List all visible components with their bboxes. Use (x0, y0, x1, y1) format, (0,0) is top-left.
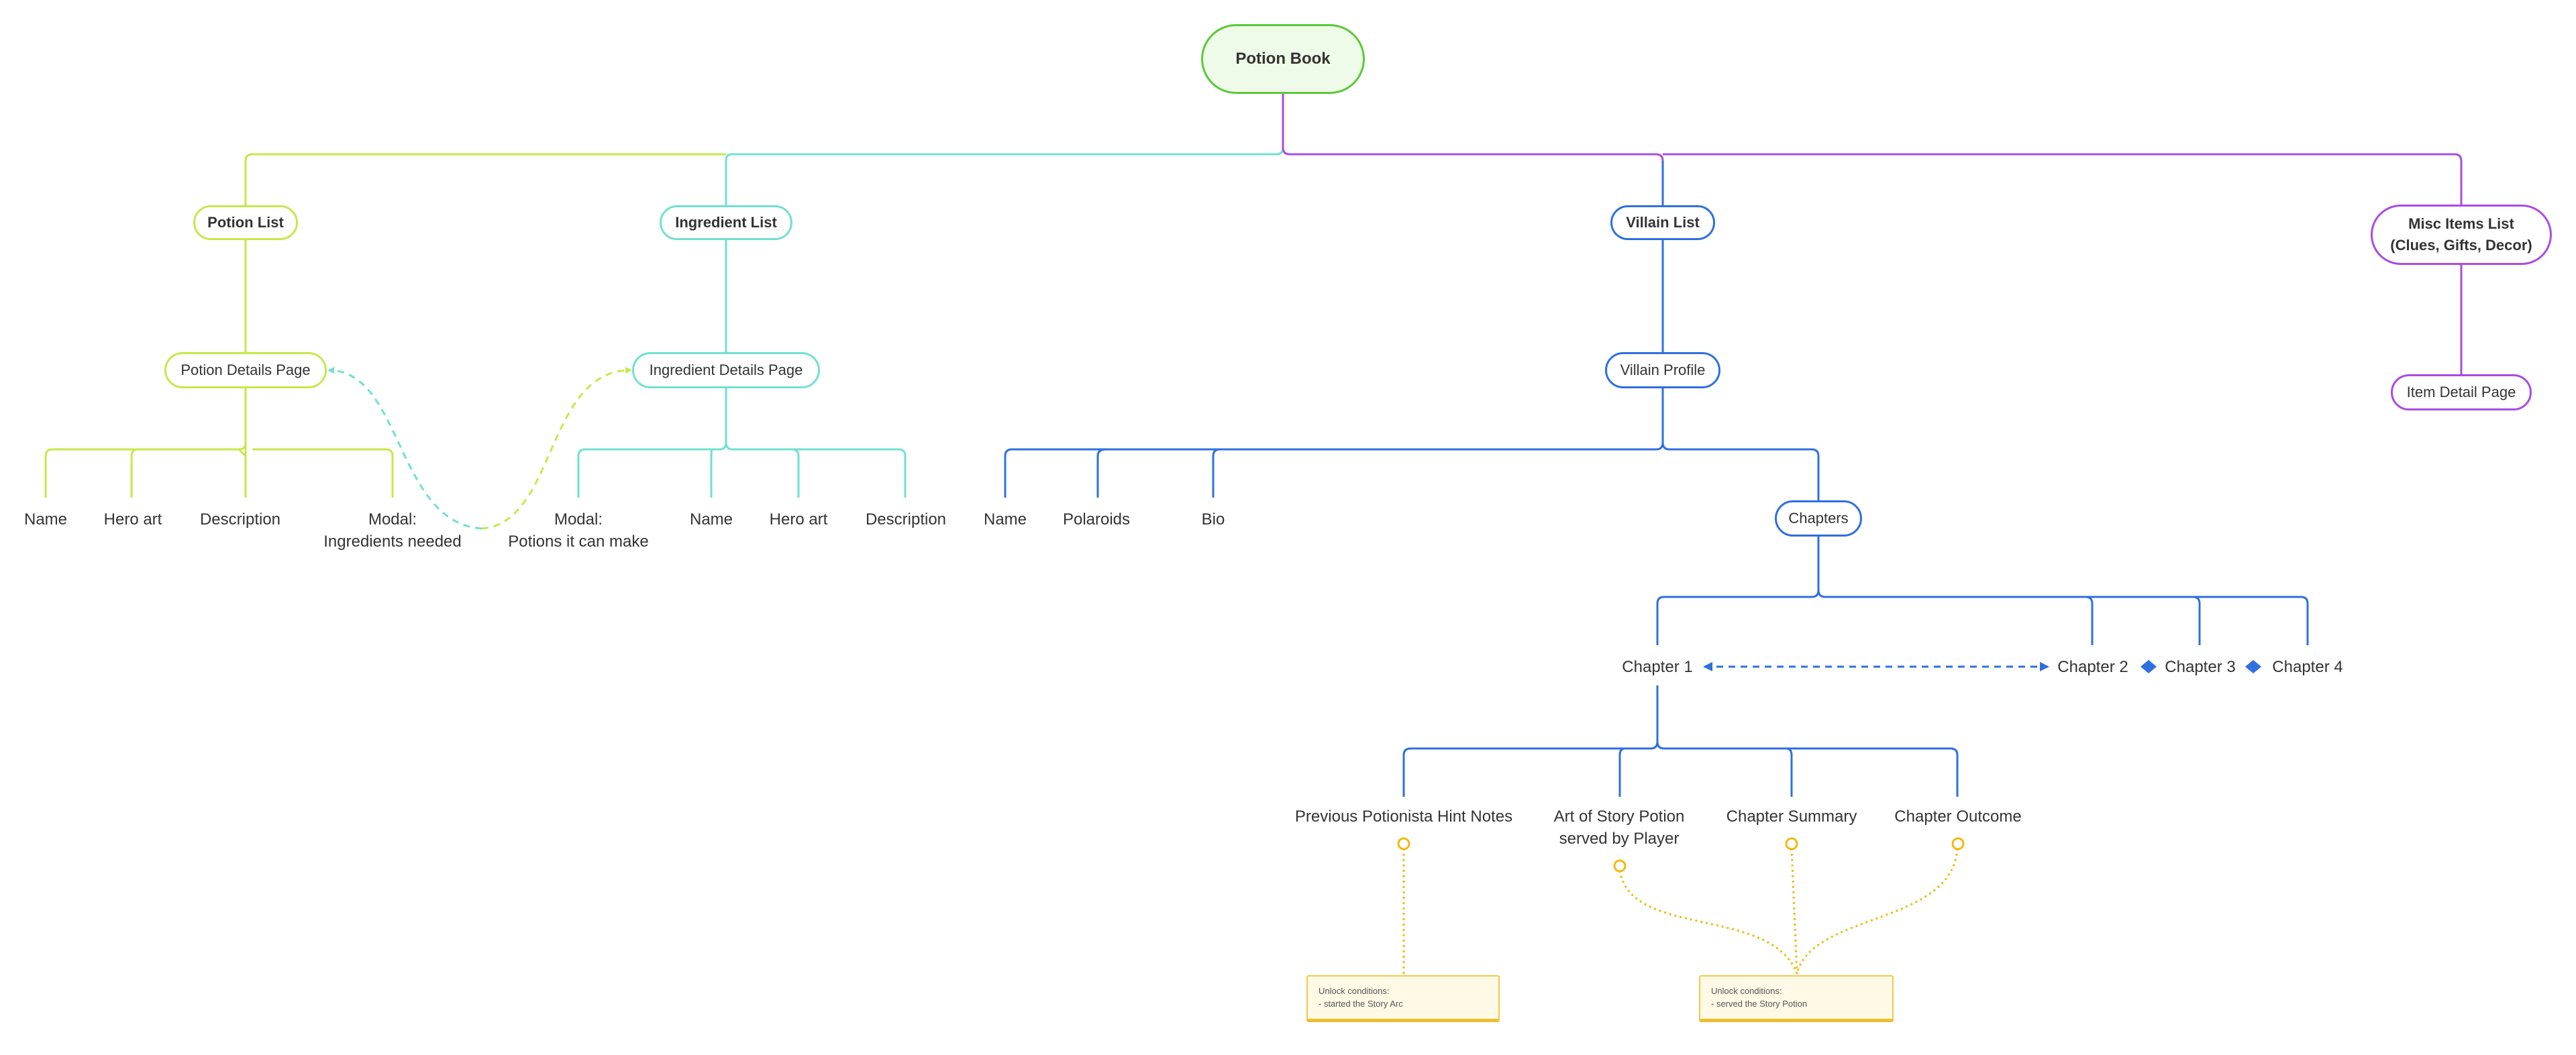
ingredient-modal-line1: Modal: (554, 510, 603, 529)
chapters-label: Chapters (1788, 510, 1849, 526)
villain-field-bio: Bio (1201, 510, 1225, 529)
villain-profile-node[interactable]: Villain Profile (1605, 352, 1720, 388)
ingredient-modal-line2: Potions it can make (508, 533, 649, 551)
misc-items-list-line1: Misc Items List (2408, 215, 2514, 232)
villain-list-node[interactable]: Villain List (1610, 205, 1715, 240)
villain-field-name: Name (983, 510, 1027, 529)
villain-field-polaroids: Polaroids (1062, 510, 1131, 529)
ingredient-connectors (577, 239, 907, 498)
ingredient-field-name: Name (689, 510, 733, 529)
potion-connectors (44, 239, 394, 498)
chapter-outcome-link-dot (1951, 837, 1965, 850)
chapter3-chapter4-diamond (2245, 660, 2261, 673)
hint-notes-link-dot (1397, 837, 1410, 850)
misc-items-list-label: Misc Items List (Clues, Gifts, Decor) (2390, 213, 2532, 256)
villain-connectors (1004, 239, 2309, 797)
chapter-3[interactable]: Chapter 3 (2165, 658, 2236, 676)
unlock-note-story-potion[interactable]: Unlock conditions: - served the Story Po… (1699, 975, 1894, 1022)
potion-list-node[interactable]: Potion List (193, 205, 298, 240)
root-connectors (244, 94, 2463, 207)
ingredient-list-node[interactable]: Ingredient List (660, 205, 792, 240)
story-potion-art-line2: served by Player (1559, 830, 1680, 848)
item-detail-page-label: Item Detail Page (2406, 384, 2516, 400)
misc-items-list-line2: (Clues, Gifts, Decor) (2390, 237, 2532, 254)
unlock-note-story-arc[interactable]: Unlock conditions: - started the Story A… (1306, 975, 1500, 1022)
story-potion-art-item: Art of Story Potion served by Player (1554, 806, 1685, 850)
chapter-2[interactable]: Chapter 2 (2057, 658, 2128, 676)
modal-to-ingredient-details-link (481, 367, 632, 530)
story-potion-art-line1: Art of Story Potion (1553, 808, 1685, 826)
chapter-outcome-item: Chapter Outcome (1894, 808, 2022, 826)
villain-list-label: Villain List (1626, 214, 1700, 231)
root-label: Potion Book (1235, 50, 1331, 68)
potion-modal-line1: Modal: (368, 510, 417, 529)
misc-items-list-node[interactable]: Misc Items List (Clues, Gifts, Decor) (2371, 205, 2552, 265)
modal-to-potion-details-link (327, 367, 482, 530)
chapter2-chapter3-diamond (2141, 660, 2157, 673)
ingredient-details-node[interactable]: Ingredient Details Page (632, 352, 820, 388)
potion-modal-ingredients: Modal: Ingredients needed (323, 508, 462, 553)
chapter-1[interactable]: Chapter 1 (1622, 658, 1693, 676)
hint-notes-item: Previous Potionista Hint Notes (1294, 808, 1513, 826)
potion-field-name: Name (23, 510, 68, 529)
potion-modal-line2: Ingredients needed (323, 533, 462, 551)
potion-details-node[interactable]: Potion Details Page (164, 352, 327, 388)
ingredient-details-label: Ingredient Details Page (649, 362, 803, 378)
root-node[interactable]: Potion Book (1201, 24, 1365, 94)
ingredient-modal-potions: Modal: Potions it can make (508, 508, 648, 553)
potion-list-label: Potion List (207, 214, 284, 231)
ingredient-field-description: Description (865, 510, 947, 529)
unlock-links (1402, 848, 1959, 975)
potion-details-label: Potion Details Page (181, 362, 311, 378)
potion-field-hero-art: Hero art (103, 510, 162, 529)
item-detail-page-node[interactable]: Item Detail Page (2391, 374, 2532, 410)
chapters-node[interactable]: Chapters (1775, 500, 1862, 537)
chapter-summary-item: Chapter Summary (1726, 808, 1857, 826)
villain-profile-label: Villain Profile (1620, 362, 1706, 378)
potion-field-description: Description (199, 510, 281, 529)
story-potion-art-link-dot (1613, 859, 1627, 873)
ingredient-field-hero-art: Hero art (769, 510, 828, 529)
chapter-summary-link-dot (1785, 837, 1798, 850)
ingredient-list-label: Ingredient List (675, 214, 777, 231)
chapter-4[interactable]: Chapter 4 (2272, 658, 2343, 676)
